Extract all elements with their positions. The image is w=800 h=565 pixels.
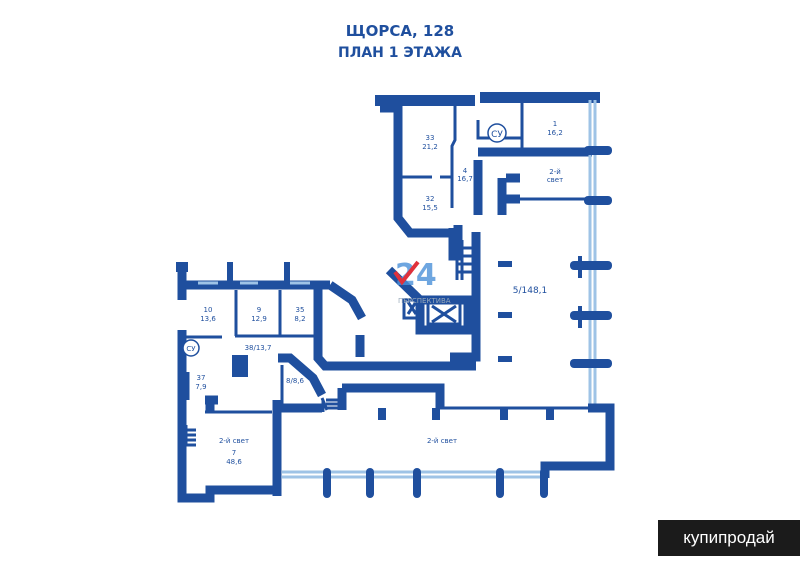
svg-text:СУ: СУ xyxy=(491,130,503,140)
plan-title: ЩОРСА, 128 xyxy=(345,22,455,40)
wc-icon: СУ xyxy=(182,339,200,357)
svg-text:7,9: 7,9 xyxy=(195,383,206,391)
svg-text:2-й: 2-й xyxy=(549,168,561,176)
svg-text:12,9: 12,9 xyxy=(251,315,267,323)
room-8: 8/8,6 xyxy=(286,377,304,385)
svg-text:ПЕРСПЕКТИВА: ПЕРСПЕКТИВА xyxy=(398,297,451,305)
svg-text:свет: свет xyxy=(547,176,563,184)
svg-text:48,6: 48,6 xyxy=(226,458,242,466)
svg-text:35: 35 xyxy=(296,306,305,314)
room-38: 38/13,7 xyxy=(245,344,272,352)
room-4: 416,7 xyxy=(457,167,473,183)
second-light-hall: 2-й свет xyxy=(427,437,457,445)
svg-text:4: 4 xyxy=(463,167,468,175)
room-5: 5/148,1 xyxy=(513,286,548,296)
svg-text:37: 37 xyxy=(197,374,206,382)
svg-text:21,2: 21,2 xyxy=(422,143,438,151)
svg-text:СУ: СУ xyxy=(186,345,196,353)
room-1: 116,2 xyxy=(547,120,563,137)
svg-text:2-й свет: 2-й свет xyxy=(219,437,249,445)
room-37: 377,9 xyxy=(195,374,206,391)
svg-text:8,2: 8,2 xyxy=(294,315,305,323)
svg-text:10: 10 xyxy=(204,306,213,314)
svg-text:1: 1 xyxy=(553,120,557,128)
svg-text:32: 32 xyxy=(426,195,435,203)
svg-text:7: 7 xyxy=(232,449,236,457)
svg-text:33: 33 xyxy=(426,134,435,142)
svg-text:9: 9 xyxy=(257,306,261,314)
watermark: купипродай xyxy=(658,520,800,556)
svg-text:13,6: 13,6 xyxy=(200,315,216,323)
logo: 24 ПЕРСПЕКТИВА xyxy=(393,258,451,305)
room-35: 358,2 xyxy=(294,306,305,323)
room-9: 912,9 xyxy=(251,306,267,323)
svg-text:16,7: 16,7 xyxy=(457,175,473,183)
room-7: 2-й свет 7 48,6 xyxy=(219,437,249,466)
plan-subtitle: ПЛАН 1 ЭТАЖА xyxy=(337,45,463,61)
svg-text:16,2: 16,2 xyxy=(547,129,563,137)
svg-text:15,5: 15,5 xyxy=(422,204,438,212)
wc-icon: СУ xyxy=(487,123,507,143)
